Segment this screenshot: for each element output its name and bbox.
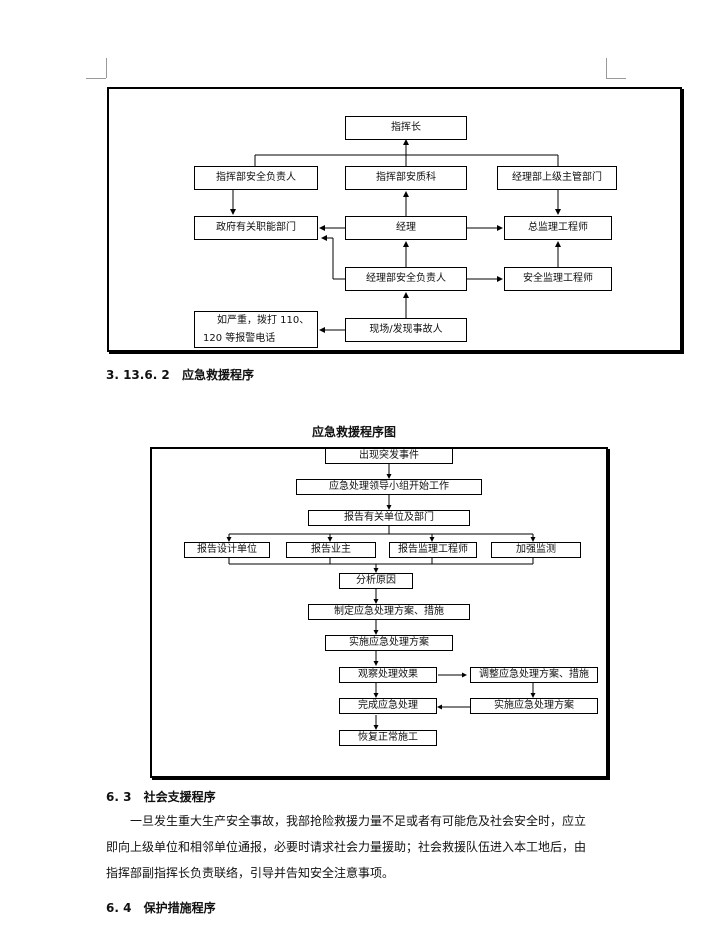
flow-step-make-plan: 制定应急处理方案、措施 [308, 604, 470, 620]
flow-step-report-supervisor: 报告监理工程师 [389, 542, 477, 558]
safety-lead-box: 指挥部安全负责人 [194, 166, 318, 190]
manager-box: 经理 [345, 216, 467, 240]
accident-finder-box: 现场/发现事故人 [345, 318, 467, 342]
gov-dept-box: 政府有关职能部门 [194, 216, 318, 240]
section-6-3-title: 社会支援程序 [143, 790, 216, 804]
flow-step-report-owner: 报告业主 [286, 542, 376, 558]
flow-step-monitor: 加强监测 [491, 542, 581, 558]
paragraph-line-1: 一旦发生重大生产安全事故，我部抢险救援力量不足或者有可能危及社会安全时，应立 [130, 814, 587, 828]
section-6-3-paragraph: 一旦发生重大生产安全事故，我部抢险救援力量不足或者有可能危及社会安全时，应立 即… [106, 808, 606, 886]
crop-mark-top-right [606, 78, 626, 79]
flow-step-report-design: 报告设计单位 [184, 542, 270, 558]
safety-dept-box: 指挥部安质科 [345, 166, 467, 190]
chief-supervisor-box: 总监理工程师 [504, 216, 612, 240]
section-6-4-title: 保护措施程序 [143, 901, 216, 915]
flow-step-implement: 实施应急处理方案 [325, 635, 453, 651]
flow-step-resume: 恢复正常施工 [339, 730, 437, 746]
section-6-3-heading: 6. 3 社会支援程序 [106, 788, 216, 805]
flow-step-emergency: 出现突发事件 [325, 448, 453, 464]
emergency-call-line1: 如严重，拨打 110、 [217, 314, 310, 326]
section-number: 3. 13.6. 2 [106, 368, 170, 382]
flow-step-complete: 完成应急处理 [339, 698, 437, 714]
safety-supervisor-box: 安全监理工程师 [504, 267, 612, 291]
commander-box: 指挥长 [345, 116, 467, 140]
section-3-13-6-2-heading: 3. 13.6. 2 应急救援程序 [106, 366, 254, 383]
paragraph-line-2: 即向上级单位和相邻单位通报，必要时请求社会力量援助；社会救援队伍进入本工地后，由 [106, 840, 587, 854]
section-6-4-number: 6. 4 [106, 901, 132, 915]
superior-dept-box: 经理部上级主管部门 [497, 166, 617, 190]
emergency-call-box: 如严重，拨打 110、 120 等报警电话 [194, 311, 318, 348]
flow-chart-title: 应急救援程序图 [312, 425, 397, 439]
flow-step-implement-2: 实施应急处理方案 [470, 698, 598, 714]
mgr-safety-lead-box: 经理部安全负责人 [345, 267, 467, 291]
emergency-call-line2: 120 等报警电话 [203, 332, 276, 344]
crop-mark-top-right-v [606, 58, 607, 78]
flow-step-report: 报告有关单位及部门 [308, 510, 470, 526]
crop-mark-top-left [86, 78, 106, 79]
section-6-3-number: 6. 3 [106, 790, 132, 804]
paragraph-line-3: 指挥部副指挥长负责联络，引导并告知安全注意事项。 [106, 866, 395, 880]
flow-step-analyze: 分析原因 [339, 573, 413, 589]
crop-mark-top-left-v [106, 58, 107, 78]
section-title: 应急救援程序 [181, 368, 254, 382]
flow-step-adjust: 调整应急处理方案、措施 [470, 667, 598, 683]
flow-step-observe: 观察处理效果 [339, 667, 437, 683]
flow-step-team-start: 应急处理领导小组开始工作 [296, 479, 482, 495]
section-6-4-heading: 6. 4 保护措施程序 [106, 899, 216, 916]
